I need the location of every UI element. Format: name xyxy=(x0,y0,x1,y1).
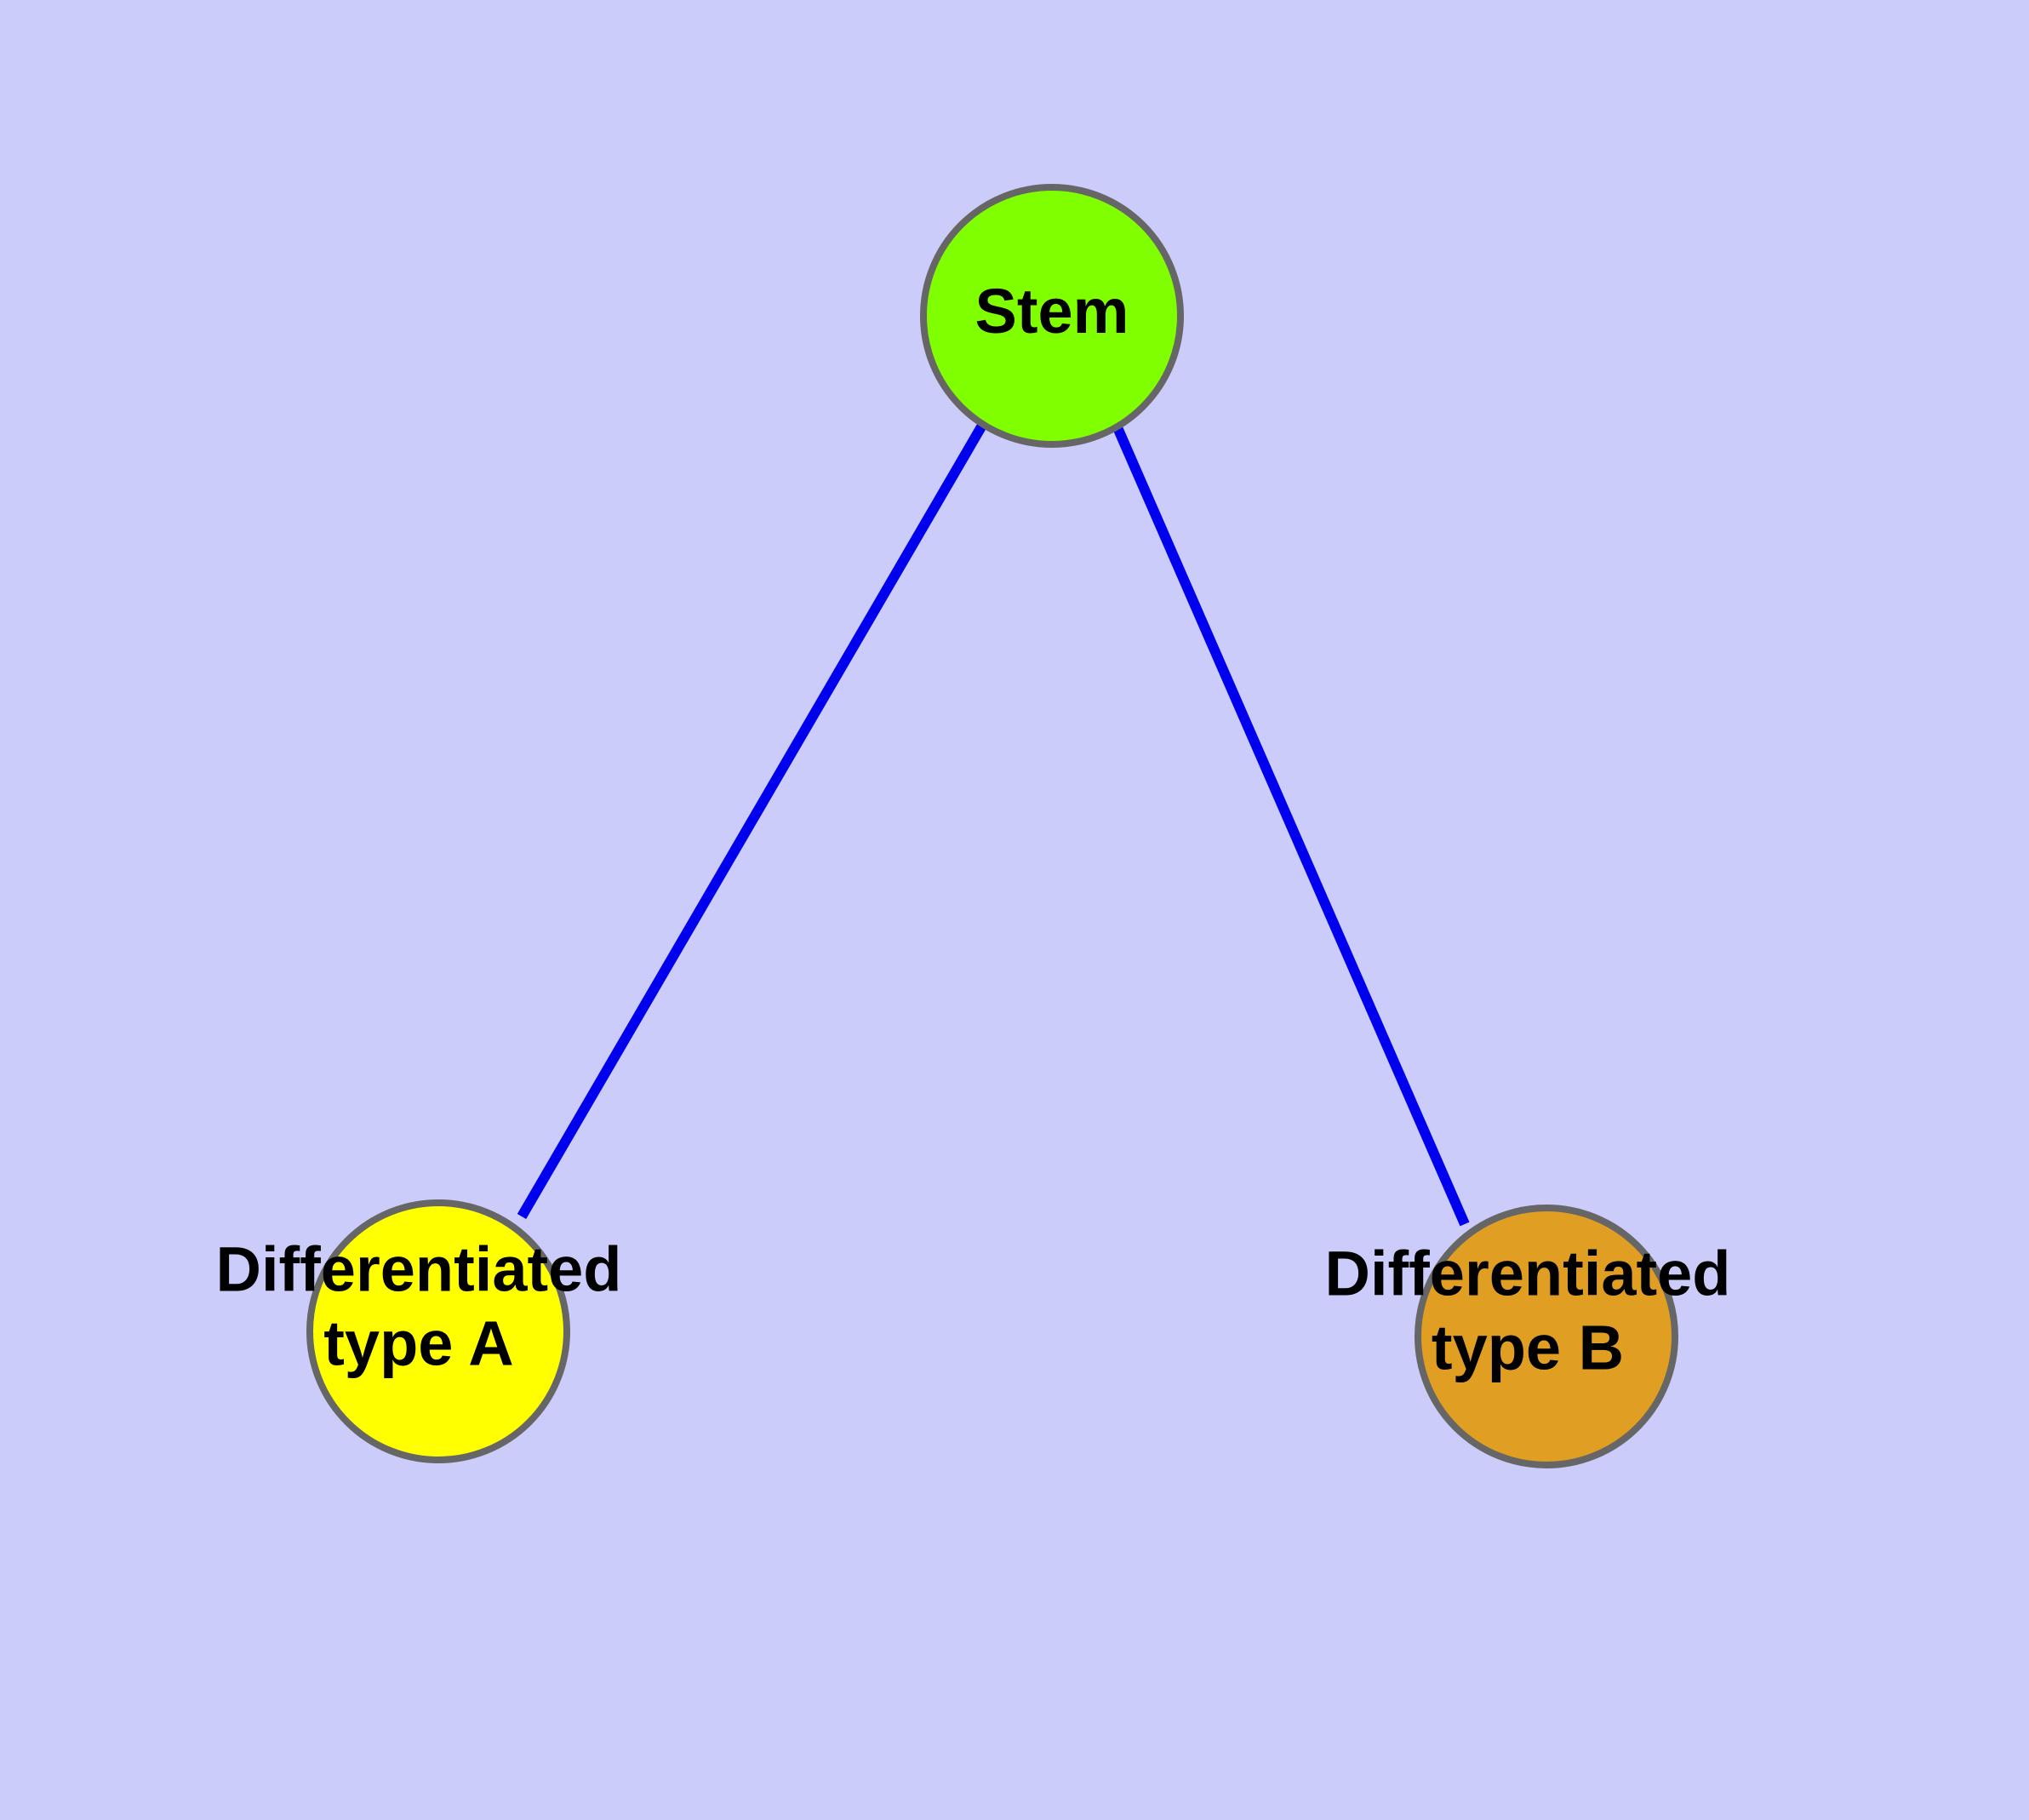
node-label-line: Stem xyxy=(975,276,1129,346)
nodes-layer xyxy=(306,184,1678,1468)
node-label-line: Differentiated xyxy=(216,1233,622,1304)
edge-stem-to-diff-a[interactable] xyxy=(517,421,988,1220)
edge-stem-to-diff-b[interactable] xyxy=(1112,423,1470,1227)
node-label-stem: Stem xyxy=(975,276,1129,346)
node-label-line: Differentiated xyxy=(1325,1238,1731,1308)
node-circle-stem[interactable] xyxy=(920,184,1184,448)
node-label-line: type B xyxy=(1432,1312,1624,1382)
node-circle-diff-a[interactable] xyxy=(306,1199,570,1463)
edges-layer xyxy=(517,421,1470,1227)
node-circle-diff-b[interactable] xyxy=(1415,1205,1678,1468)
node-label-line: type A xyxy=(323,1308,513,1378)
